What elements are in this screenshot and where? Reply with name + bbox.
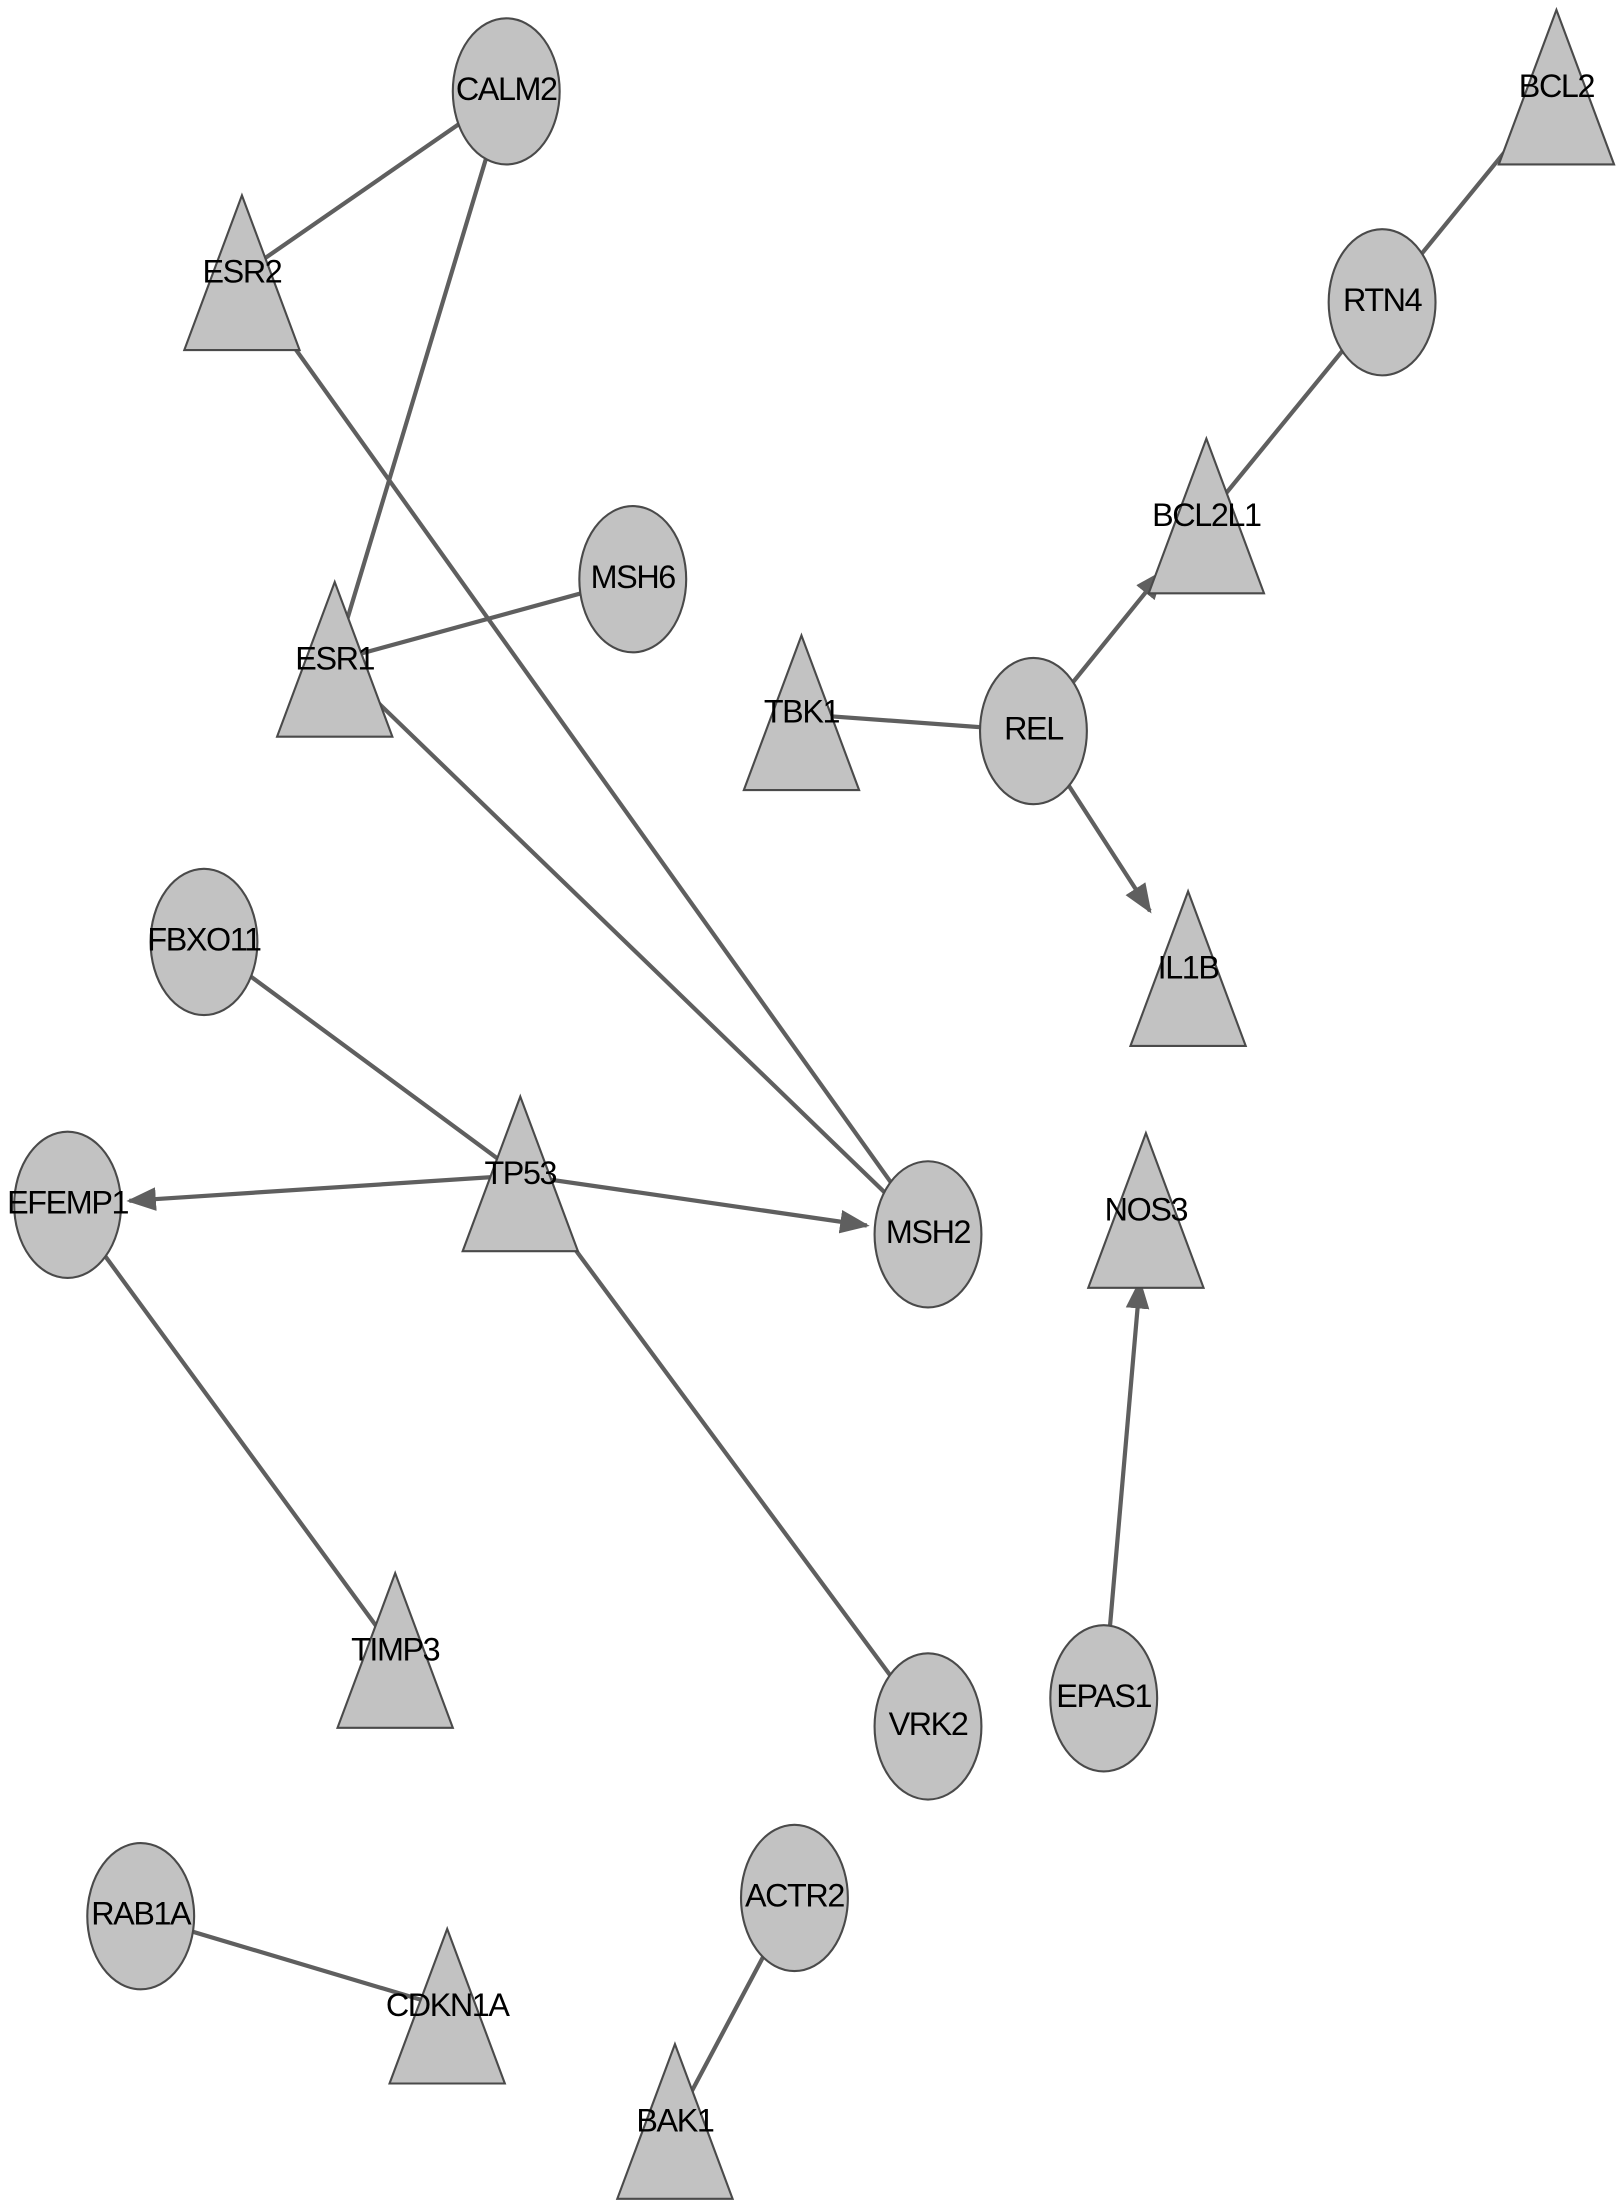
node-label: BCL2L1 <box>1152 497 1261 533</box>
edge-calm2-esr1 <box>332 90 509 662</box>
node-label: CDKN1A <box>386 1987 511 2023</box>
triangle-node-shape <box>336 1570 455 1729</box>
node-msh6[interactable]: MSH6 <box>578 505 688 654</box>
node-label: NOS3 <box>1105 1191 1188 1227</box>
node-esr2[interactable]: ESR2 <box>182 192 302 352</box>
triangle-node-shape <box>1497 6 1616 166</box>
node-label: TIMP3 <box>351 1631 440 1667</box>
node-tbk1[interactable]: TBK1 <box>742 632 861 792</box>
circle-node-shape <box>873 1160 983 1309</box>
circle-node-shape <box>578 505 688 654</box>
node-label: CALM2 <box>456 71 557 107</box>
circle-node-shape <box>1049 1624 1159 1773</box>
circle-node-shape <box>451 17 561 166</box>
node-rel[interactable]: REL <box>978 656 1088 806</box>
edges-layer <box>65 87 1559 2124</box>
triangle-node-shape <box>1147 435 1266 595</box>
node-label: EFEMP1 <box>7 1184 128 1220</box>
node-label: FBXO11 <box>147 921 261 957</box>
node-actr2[interactable]: ACTR2 <box>739 1823 849 1973</box>
node-label: BCL2 <box>1519 68 1595 104</box>
node-tp53[interactable]: TP53 <box>461 1093 580 1253</box>
circle-node-shape <box>978 656 1088 806</box>
circle-node-shape <box>86 1842 196 1991</box>
node-label: BAK1 <box>636 2102 713 2138</box>
circle-node-shape <box>1327 228 1437 377</box>
node-calm2[interactable]: CALM2 <box>451 17 561 166</box>
edge-esr2-msh2 <box>240 272 930 1236</box>
node-epas1[interactable]: EPAS1 <box>1049 1624 1159 1773</box>
edge-tp53-vrk2 <box>518 1174 930 1728</box>
triangle-node-shape <box>1086 1130 1206 1289</box>
triangle-node-shape <box>742 632 861 792</box>
node-label: MSH2 <box>886 1214 971 1250</box>
node-cdkn1a[interactable]: CDKN1A <box>386 1925 512 2085</box>
node-label: ESR1 <box>295 640 374 676</box>
node-rtn4[interactable]: RTN4 <box>1327 228 1437 377</box>
node-vrk2[interactable]: VRK2 <box>873 1652 983 1801</box>
node-il1b[interactable]: IL1B <box>1128 888 1248 1048</box>
triangle-node-shape <box>388 1925 507 2085</box>
triangle-node-shape <box>1128 888 1248 1048</box>
node-bcl2l1[interactable]: BCL2L1 <box>1147 435 1266 595</box>
triangle-node-shape <box>615 2041 735 2200</box>
triangle-node-shape <box>182 192 302 352</box>
node-nos3[interactable]: NOS3 <box>1086 1130 1206 1289</box>
node-label: REL <box>1004 711 1063 747</box>
edge-fbxo11-tp53 <box>202 940 522 1178</box>
node-label: MSH6 <box>591 559 676 595</box>
node-label: VRK2 <box>889 1706 968 1742</box>
node-esr1[interactable]: ESR1 <box>275 579 394 738</box>
triangle-node-shape <box>461 1093 580 1253</box>
node-label: TP53 <box>484 1155 556 1191</box>
edge-esr1-msh2 <box>333 659 930 1236</box>
node-bcl2[interactable]: BCL2 <box>1497 6 1616 166</box>
circle-node-shape <box>13 1130 123 1279</box>
edge-tp53-msh2 <box>519 1173 870 1234</box>
edge-tp53-efemp1 <box>126 1173 521 1211</box>
circle-node-shape <box>873 1652 983 1801</box>
node-label: ESR2 <box>203 254 282 290</box>
node-timp3[interactable]: TIMP3 <box>336 1570 455 1729</box>
node-msh2[interactable]: MSH2 <box>873 1160 983 1309</box>
node-label: TBK1 <box>764 694 840 730</box>
circle-node-shape <box>149 867 259 1017</box>
node-label: ACTR2 <box>745 1877 844 1913</box>
node-bak1[interactable]: BAK1 <box>615 2041 735 2200</box>
edge-efemp1-timp3 <box>65 1203 397 1654</box>
node-label: EPAS1 <box>1056 1678 1151 1714</box>
node-label: IL1B <box>1158 950 1219 986</box>
node-label: RTN4 <box>1343 282 1423 318</box>
node-label: RAB1A <box>91 1896 192 1932</box>
triangle-node-shape <box>275 579 394 738</box>
node-efemp1[interactable]: EFEMP1 <box>7 1130 130 1279</box>
node-fbxo11[interactable]: FBXO11 <box>147 867 262 1017</box>
node-rab1a[interactable]: RAB1A <box>86 1842 196 1991</box>
circle-node-shape <box>739 1823 849 1973</box>
